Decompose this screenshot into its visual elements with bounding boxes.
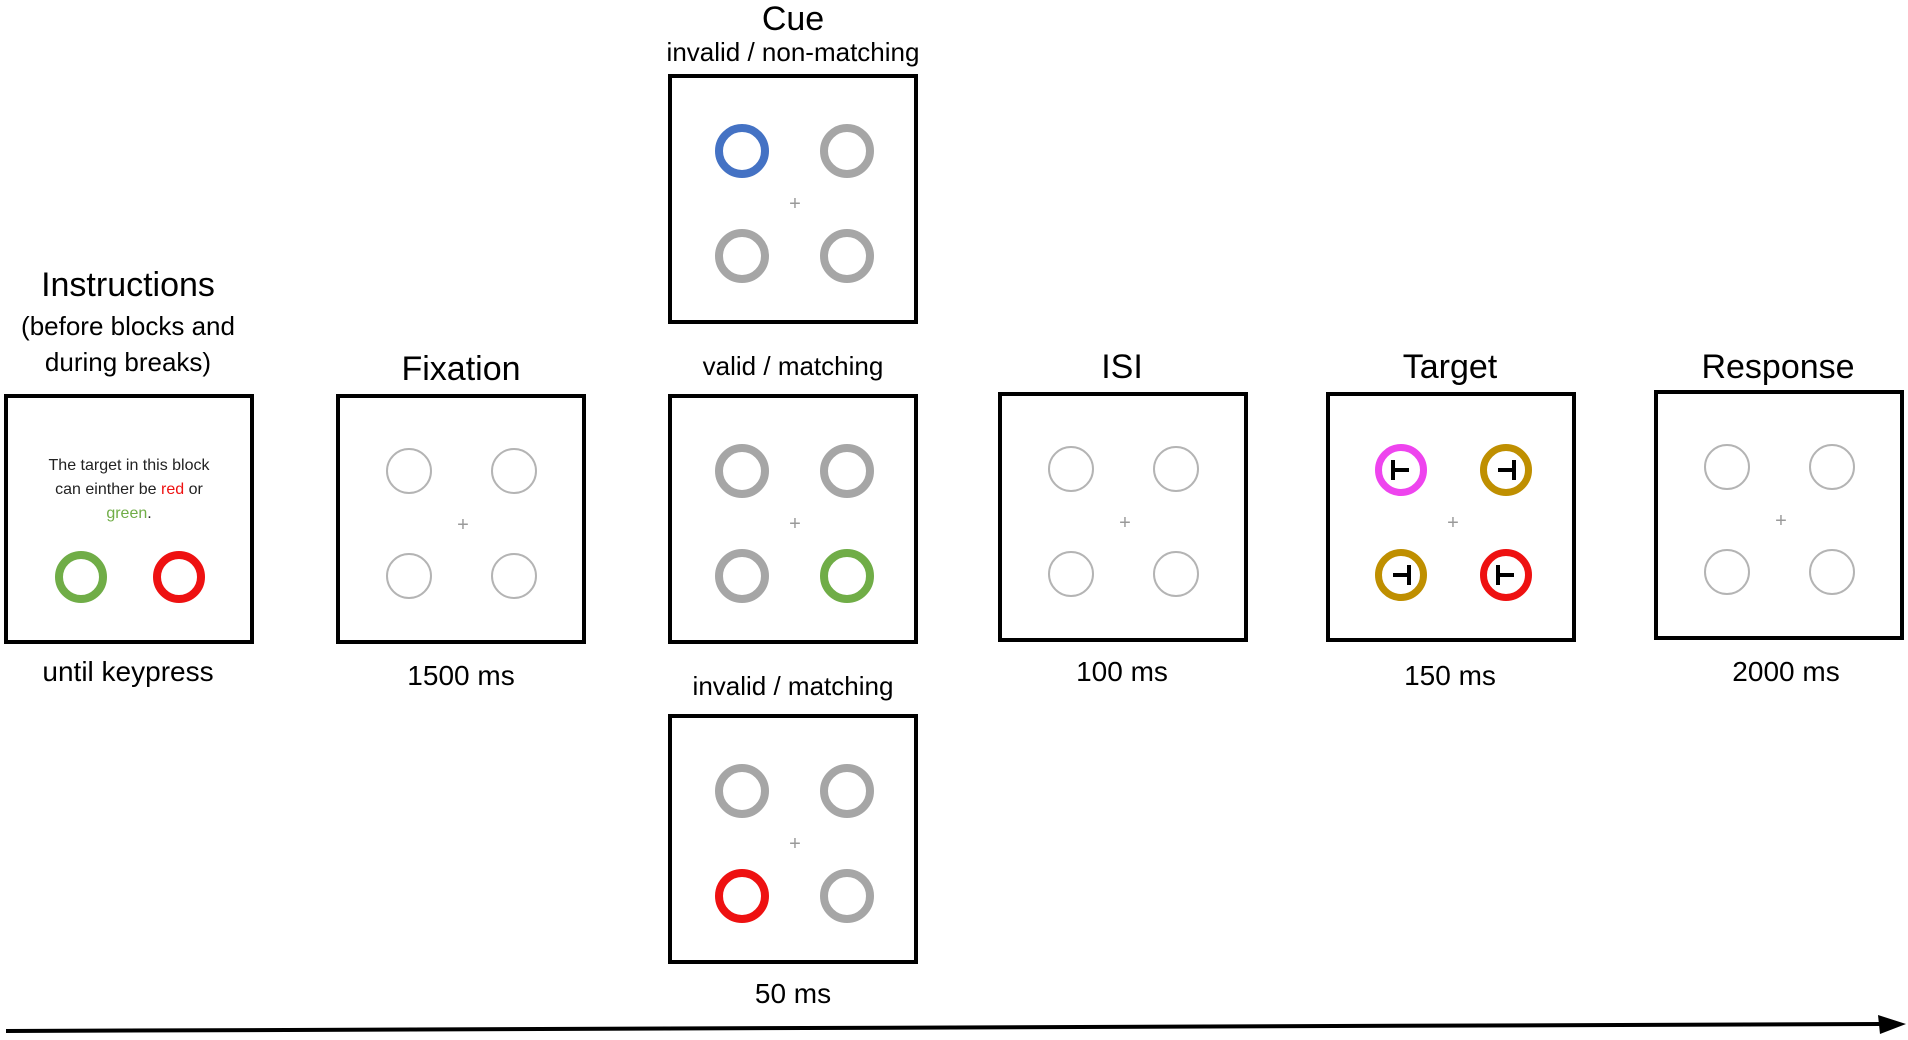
fixation-duration: 1500 ms <box>407 660 515 691</box>
placeholder-ring-top-right <box>1153 446 1199 492</box>
target-ring-gold <box>1375 549 1427 601</box>
t-stem <box>1393 573 1407 577</box>
placeholder-ring-bottom-left <box>1704 549 1750 595</box>
placeholder-ring-bottom-right <box>1153 551 1199 597</box>
instructions-title: Instructions <box>41 266 215 304</box>
timeline-arrow <box>5 1015 1906 1034</box>
fixation-cross: + <box>457 514 469 536</box>
t-bar <box>1391 460 1395 480</box>
gray-ring-top-left <box>715 444 769 498</box>
fixation-cross: + <box>789 833 801 855</box>
instructions-subtitle-line1: (before blocks and <box>21 311 235 341</box>
gray-ring-bottom-right <box>820 229 874 283</box>
target-ring-magenta <box>1375 444 1427 496</box>
t-stem <box>1395 468 1409 472</box>
cue-panel-invalid-nonmatching: + <box>668 74 918 324</box>
cue-title: Cue <box>761 0 825 38</box>
fixation-cross: + <box>1447 512 1459 534</box>
fixation-cross: + <box>1775 510 1787 532</box>
cue-condition-label-invalid-nonmatching: invalid / non-matching <box>666 37 920 67</box>
placeholder-ring-top-left <box>386 448 432 494</box>
response-title: Response <box>1701 348 1855 386</box>
instructions-text-period: . <box>147 505 152 522</box>
placeholder-ring-top-right <box>1809 444 1855 490</box>
timeline-line <box>5 1022 1881 1033</box>
cue-panel-valid-matching: + <box>668 394 918 644</box>
cue-panel-invalid-matching: + <box>668 714 918 964</box>
arrow-head-icon <box>1878 1015 1906 1034</box>
instructions-text-part1: The target in this block <box>48 457 210 474</box>
t-bar <box>1407 565 1411 585</box>
t-bar <box>1496 565 1500 585</box>
instructions-text-green: green <box>106 505 148 522</box>
red-target-ring <box>153 551 205 603</box>
instructions-duration: until keypress <box>42 656 214 687</box>
cue-ring-red <box>715 869 769 923</box>
gray-ring-top-right <box>820 444 874 498</box>
fixation-panel: + <box>336 394 586 644</box>
t-stem <box>1498 468 1512 472</box>
cue-condition-label-invalid-matching: invalid / matching <box>692 671 894 701</box>
target-panel: + <box>1326 392 1576 642</box>
target-ring-gold <box>1480 444 1532 496</box>
placeholder-ring-top-left <box>1704 444 1750 490</box>
t-bar <box>1512 460 1516 480</box>
fixation-cross: + <box>789 193 801 215</box>
fixation-cross: + <box>789 513 801 535</box>
placeholder-ring-bottom-right <box>1809 549 1855 595</box>
instructions-subtitle-line2: during breaks) <box>44 347 212 377</box>
cue-duration: 50 ms <box>754 978 832 1009</box>
t-stem <box>1500 573 1514 577</box>
instructions-text-part2: can einther be <box>55 481 157 498</box>
instructions-panel: The target in this block can einther be … <box>4 394 254 644</box>
cue-condition-label-valid-matching: valid / matching <box>702 351 884 381</box>
target-duration: 150 ms <box>1404 660 1496 691</box>
gray-ring-bottom-left <box>715 229 769 283</box>
response-duration: 2000 ms <box>1732 656 1840 687</box>
isi-panel: + <box>998 392 1248 642</box>
cue-ring-green <box>820 549 874 603</box>
placeholder-ring-top-left <box>1048 446 1094 492</box>
instructions-text-red: red <box>161 481 185 498</box>
fixation-cross: + <box>1119 512 1131 534</box>
isi-title: ISI <box>1101 348 1143 386</box>
gray-ring-top-right <box>820 124 874 178</box>
gray-ring-bottom-left <box>715 549 769 603</box>
target-title: Target <box>1402 348 1498 386</box>
cue-ring-blue <box>715 124 769 178</box>
instructions-text: The target in this block can einther be … <box>8 454 250 526</box>
gray-ring-top-left <box>715 764 769 818</box>
green-target-ring <box>55 551 107 603</box>
placeholder-ring-top-right <box>491 448 537 494</box>
fixation-title: Fixation <box>401 350 521 388</box>
response-panel: + <box>1654 390 1904 640</box>
gray-ring-bottom-right <box>820 869 874 923</box>
placeholder-ring-bottom-left <box>386 553 432 599</box>
placeholder-ring-bottom-right <box>491 553 537 599</box>
isi-duration: 100 ms <box>1076 656 1168 687</box>
placeholder-ring-bottom-left <box>1048 551 1094 597</box>
target-ring-red <box>1480 549 1532 601</box>
instructions-text-or: or <box>188 481 203 498</box>
gray-ring-top-right <box>820 764 874 818</box>
